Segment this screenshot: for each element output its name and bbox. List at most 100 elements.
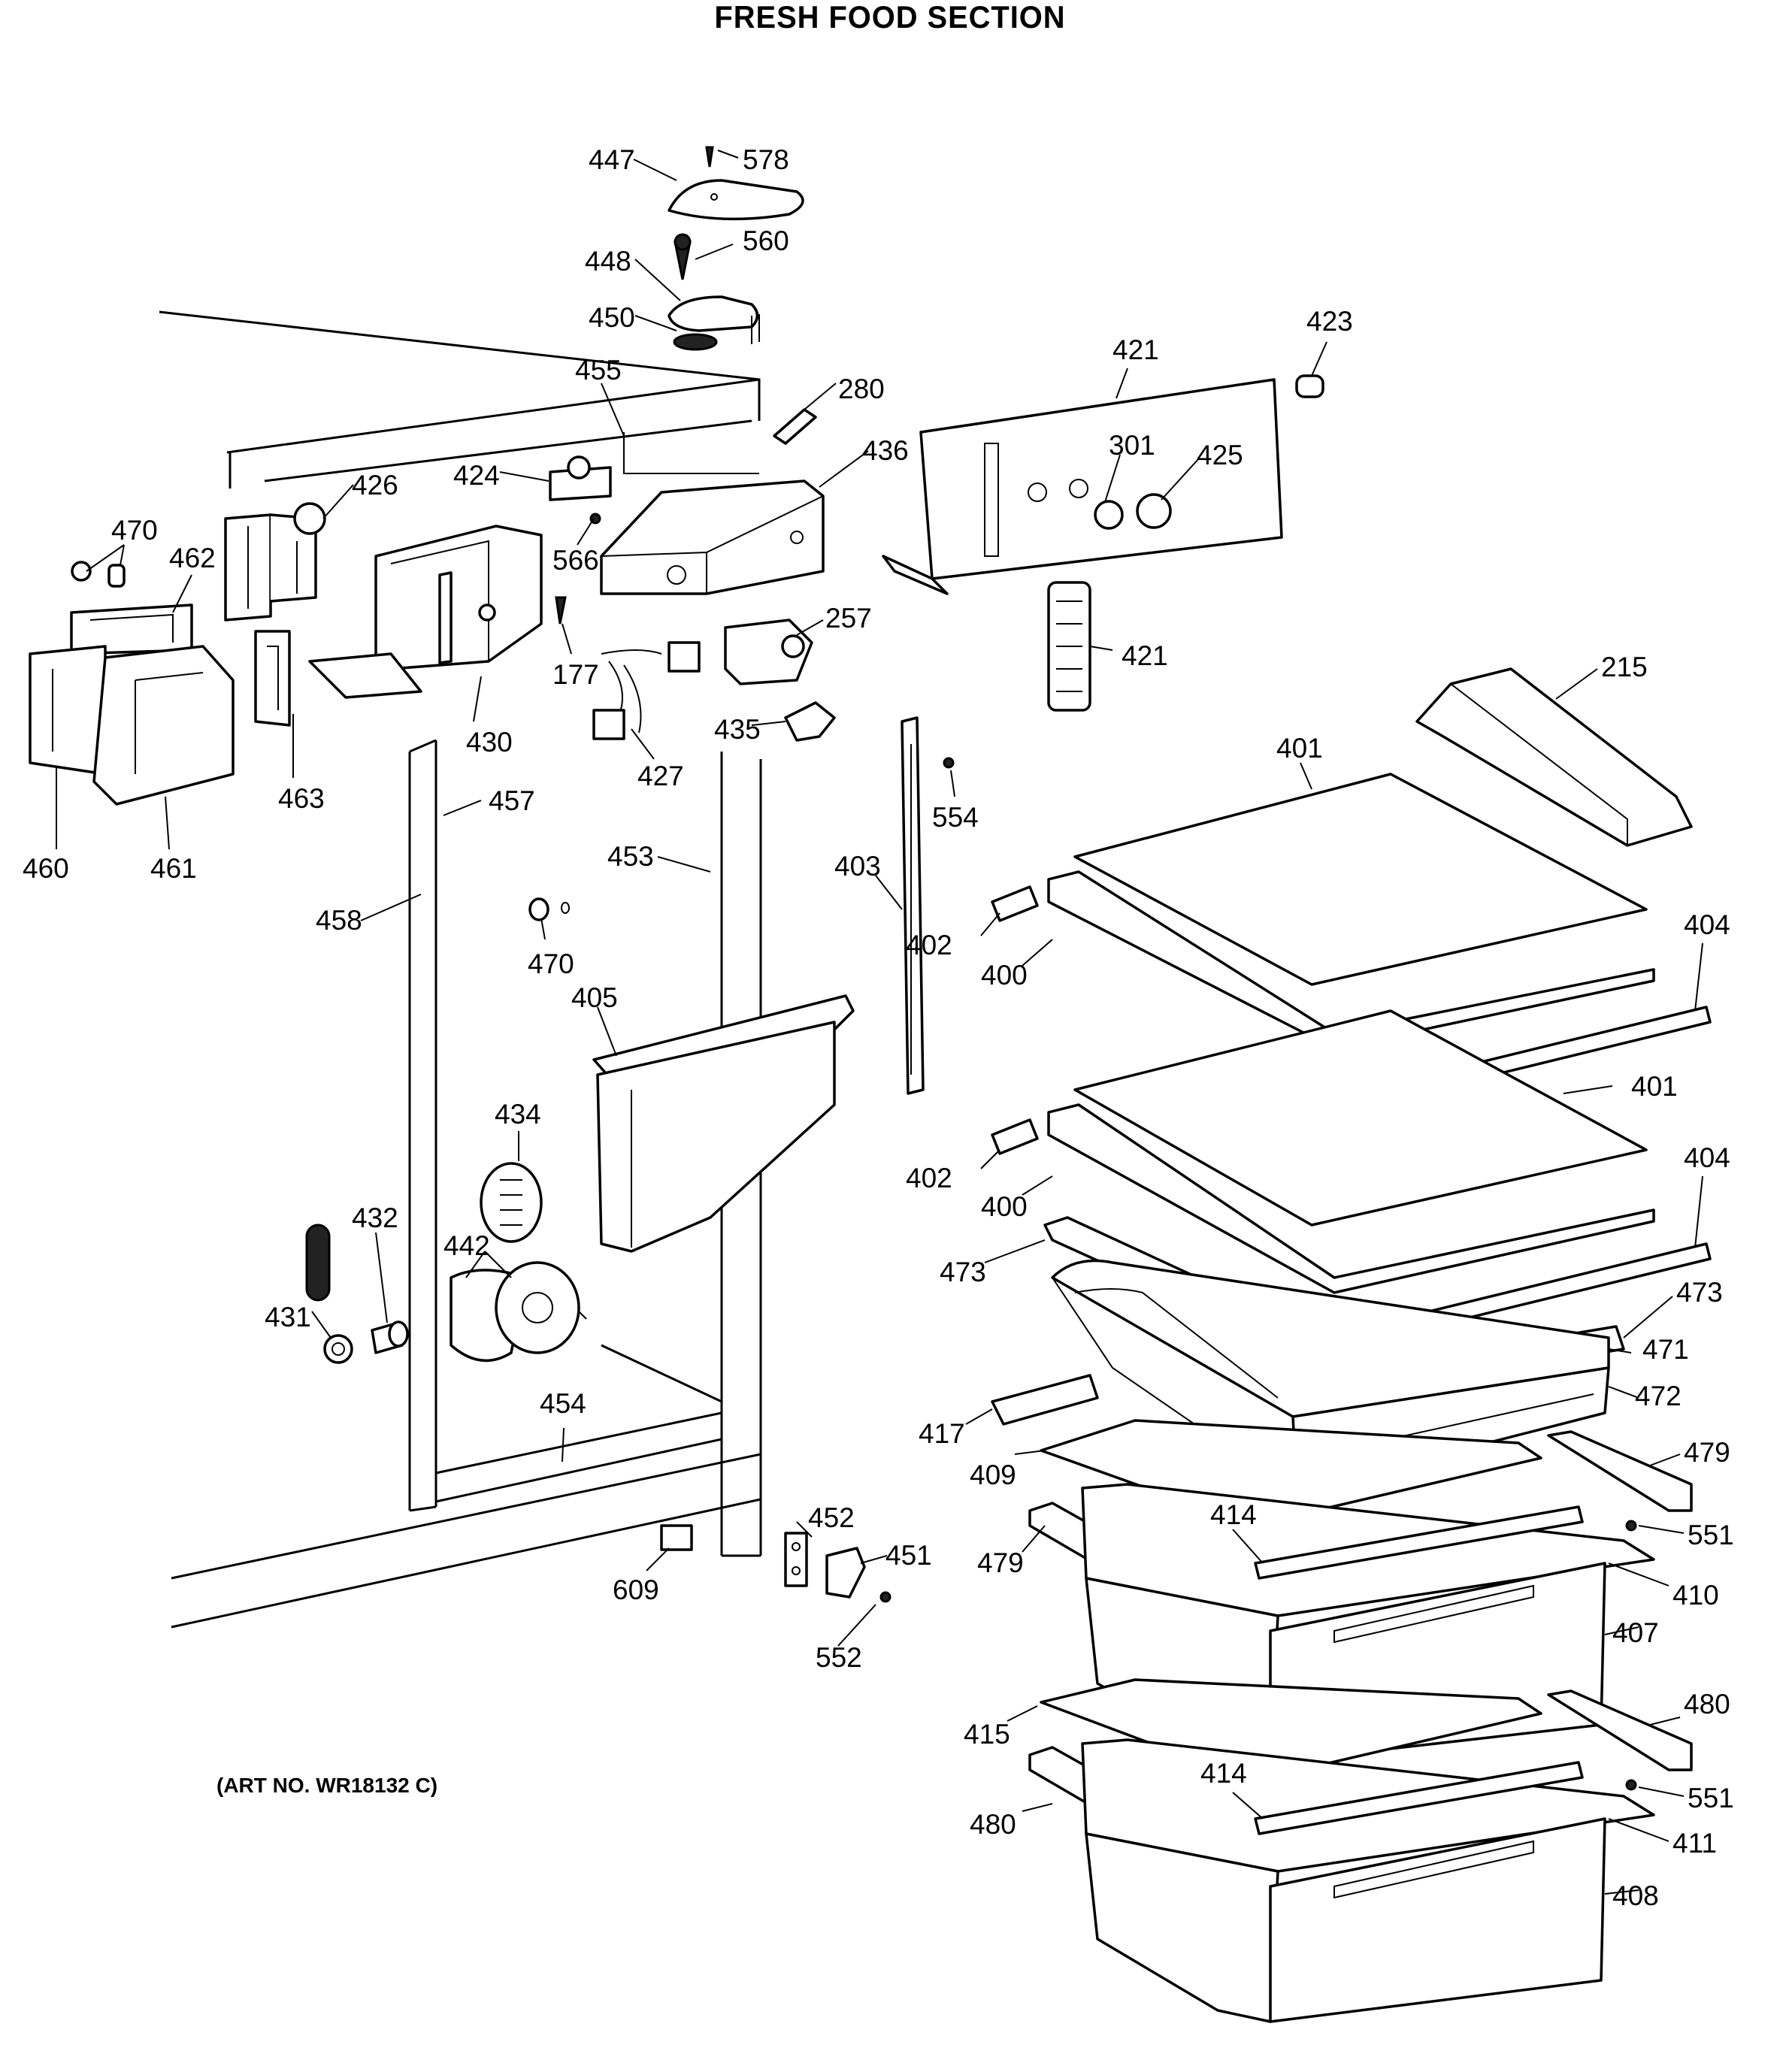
label-432: 432	[352, 1202, 398, 1233]
label-479a: 479	[1684, 1437, 1730, 1468]
screw-177	[555, 596, 567, 625]
hinge-448	[668, 295, 760, 344]
art-number: (ART NO. WR18132 C)	[216, 1774, 438, 1797]
label-417: 417	[919, 1418, 965, 1449]
part-470-b	[528, 897, 570, 921]
screw-560	[674, 233, 692, 280]
part-435	[784, 701, 836, 742]
label-400b: 400	[981, 1191, 1028, 1222]
label-414a: 414	[1210, 1499, 1257, 1530]
label-473b: 473	[1676, 1277, 1723, 1308]
part-460-461-light-housing	[29, 645, 235, 806]
part-430-housing	[308, 525, 543, 699]
label-462: 462	[169, 543, 216, 573]
label-407: 407	[1612, 1617, 1659, 1648]
label-470b: 470	[528, 948, 574, 979]
label-301: 301	[1109, 430, 1155, 461]
label-405: 405	[571, 982, 618, 1013]
part-470-a	[71, 561, 126, 588]
part-463	[254, 630, 291, 727]
label-414b: 414	[1200, 1758, 1247, 1789]
part-labels: 447 578 560 448 450 423 421 455 280 436 …	[23, 144, 1734, 1911]
label-403: 403	[834, 851, 881, 882]
label-450: 450	[589, 302, 635, 333]
label-427: 427	[637, 761, 684, 791]
label-400a: 400	[981, 960, 1028, 991]
label-473a: 473	[940, 1257, 986, 1287]
label-452: 452	[808, 1502, 855, 1533]
label-434: 434	[495, 1099, 541, 1130]
label-421a: 421	[1112, 334, 1159, 365]
label-215: 215	[1601, 652, 1648, 682]
screw-552	[879, 1591, 892, 1603]
label-463: 463	[278, 783, 325, 814]
label-471: 471	[1642, 1334, 1689, 1365]
part-436-damper	[600, 479, 825, 595]
label-402b: 402	[906, 1163, 952, 1193]
label-472: 472	[1635, 1381, 1682, 1411]
label-436: 436	[862, 435, 909, 466]
label-461: 461	[150, 853, 197, 884]
hinge-cover-447	[668, 179, 804, 221]
label-609: 609	[613, 1574, 659, 1605]
label-453: 453	[607, 841, 654, 872]
label-479b: 479	[977, 1547, 1024, 1578]
label-566: 566	[552, 545, 599, 576]
part-442-fan	[450, 1261, 587, 1363]
label-442: 442	[443, 1230, 490, 1261]
label-404b: 404	[1684, 1142, 1730, 1173]
part-421-vent	[1047, 581, 1091, 712]
label-560: 560	[743, 225, 789, 256]
shelf-frame-400-a	[991, 870, 1655, 1050]
part-609	[660, 1524, 693, 1551]
label-460: 460	[23, 853, 69, 884]
part-421-control-panel	[882, 378, 1283, 595]
rail-480-a	[1547, 1689, 1693, 1771]
label-257: 257	[825, 603, 872, 634]
screw-554	[943, 757, 955, 769]
label-401a: 401	[1276, 733, 1323, 764]
label-425: 425	[1197, 440, 1243, 470]
label-431: 431	[265, 1302, 311, 1332]
label-435: 435	[714, 714, 761, 745]
part-426-thermostat	[224, 502, 326, 622]
part-434-grille	[480, 1162, 543, 1243]
label-480b: 480	[970, 1809, 1016, 1840]
screws-551	[1625, 1520, 1637, 1791]
shelf-frame-400-b	[991, 1103, 1655, 1294]
label-409: 409	[970, 1459, 1016, 1490]
part-257-timer	[724, 619, 813, 685]
label-402a: 402	[906, 930, 952, 960]
label-551a: 551	[1688, 1520, 1734, 1550]
part-452-plate	[784, 1532, 808, 1587]
label-177: 177	[552, 659, 599, 690]
label-424: 424	[453, 460, 500, 491]
part-431	[305, 1224, 353, 1364]
label-426: 426	[352, 470, 398, 501]
part-417	[991, 1374, 1099, 1426]
label-404a: 404	[1684, 909, 1730, 940]
label-455: 455	[575, 355, 622, 386]
label-421b: 421	[1122, 640, 1168, 671]
shelf-401-b	[1073, 1009, 1648, 1227]
part-424-switch	[549, 455, 612, 501]
cabinet-outline	[159, 310, 762, 1629]
label-454: 454	[540, 1388, 586, 1419]
leader-lines	[56, 150, 1703, 1895]
rail-479-a	[1547, 1430, 1693, 1512]
label-551b: 551	[1688, 1783, 1734, 1813]
label-554: 554	[932, 802, 979, 833]
label-423: 423	[1306, 306, 1353, 337]
part-280	[773, 408, 817, 445]
part-451-bracket	[825, 1547, 866, 1599]
label-458: 458	[316, 905, 362, 936]
part-427-wiring	[592, 641, 701, 740]
label-280: 280	[838, 374, 885, 404]
label-410: 410	[1673, 1580, 1719, 1611]
shelf-401-a	[1073, 773, 1648, 986]
label-457: 457	[489, 785, 535, 816]
part-423	[1295, 374, 1324, 398]
drawer-408	[1081, 1738, 1655, 2023]
screw-578	[705, 146, 714, 168]
